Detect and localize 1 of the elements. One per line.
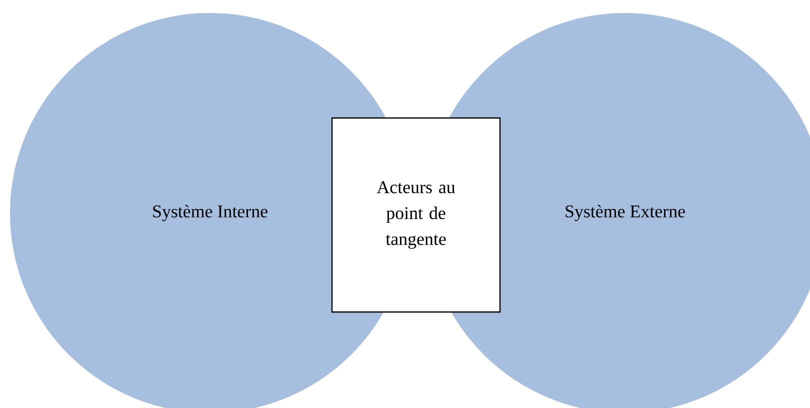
text-box: Acteurs au point de tangente [331, 117, 501, 313]
